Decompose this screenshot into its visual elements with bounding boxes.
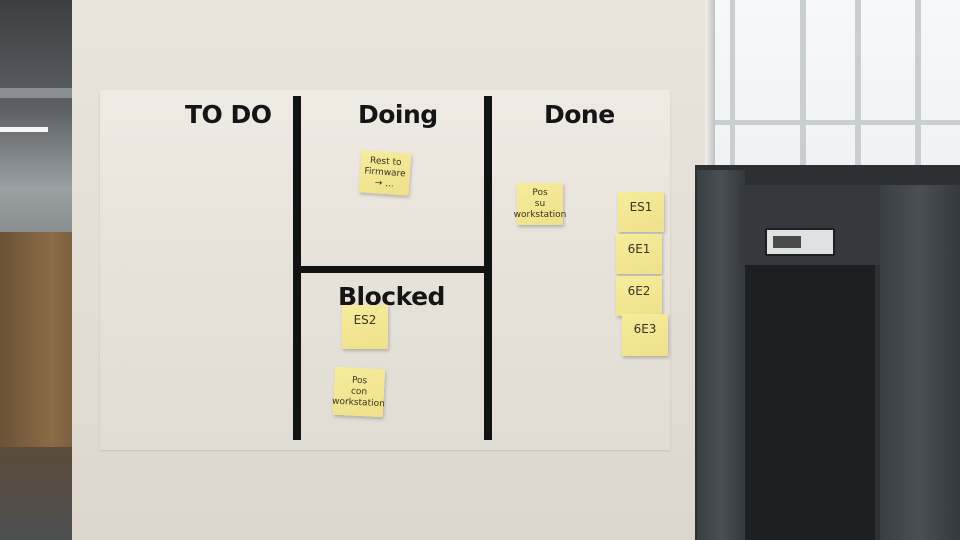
divider-line: [300, 266, 486, 273]
locker-label: [765, 228, 835, 256]
sticky-note[interactable]: 6E1: [616, 234, 662, 274]
window-frame: [715, 120, 960, 125]
column-title-doing: Doing: [358, 100, 438, 129]
column-title-done: Done: [544, 100, 615, 129]
window-frame: [915, 0, 921, 200]
shelf-board: [0, 88, 100, 98]
locker-interior: [745, 265, 875, 540]
column-title-todo: TO DO: [185, 100, 272, 129]
sticky-note[interactable]: Pos con workstation: [332, 366, 386, 418]
sticky-note[interactable]: ES1: [618, 192, 664, 232]
window-frame: [855, 0, 861, 200]
divider-line: [484, 96, 492, 440]
locker-door-left: [697, 170, 745, 540]
locker-door-right: [880, 185, 960, 540]
window-frame: [800, 0, 806, 200]
sticky-note[interactable]: 6E3: [622, 314, 668, 356]
sticky-note[interactable]: ES2: [342, 305, 388, 349]
sticky-note[interactable]: 6E2: [616, 276, 662, 316]
ceiling-light: [0, 127, 48, 132]
divider-line: [293, 96, 301, 440]
sticky-note[interactable]: Pos su workstation: [514, 183, 566, 225]
sticky-note[interactable]: Rest to Firmware → ...: [358, 150, 412, 196]
